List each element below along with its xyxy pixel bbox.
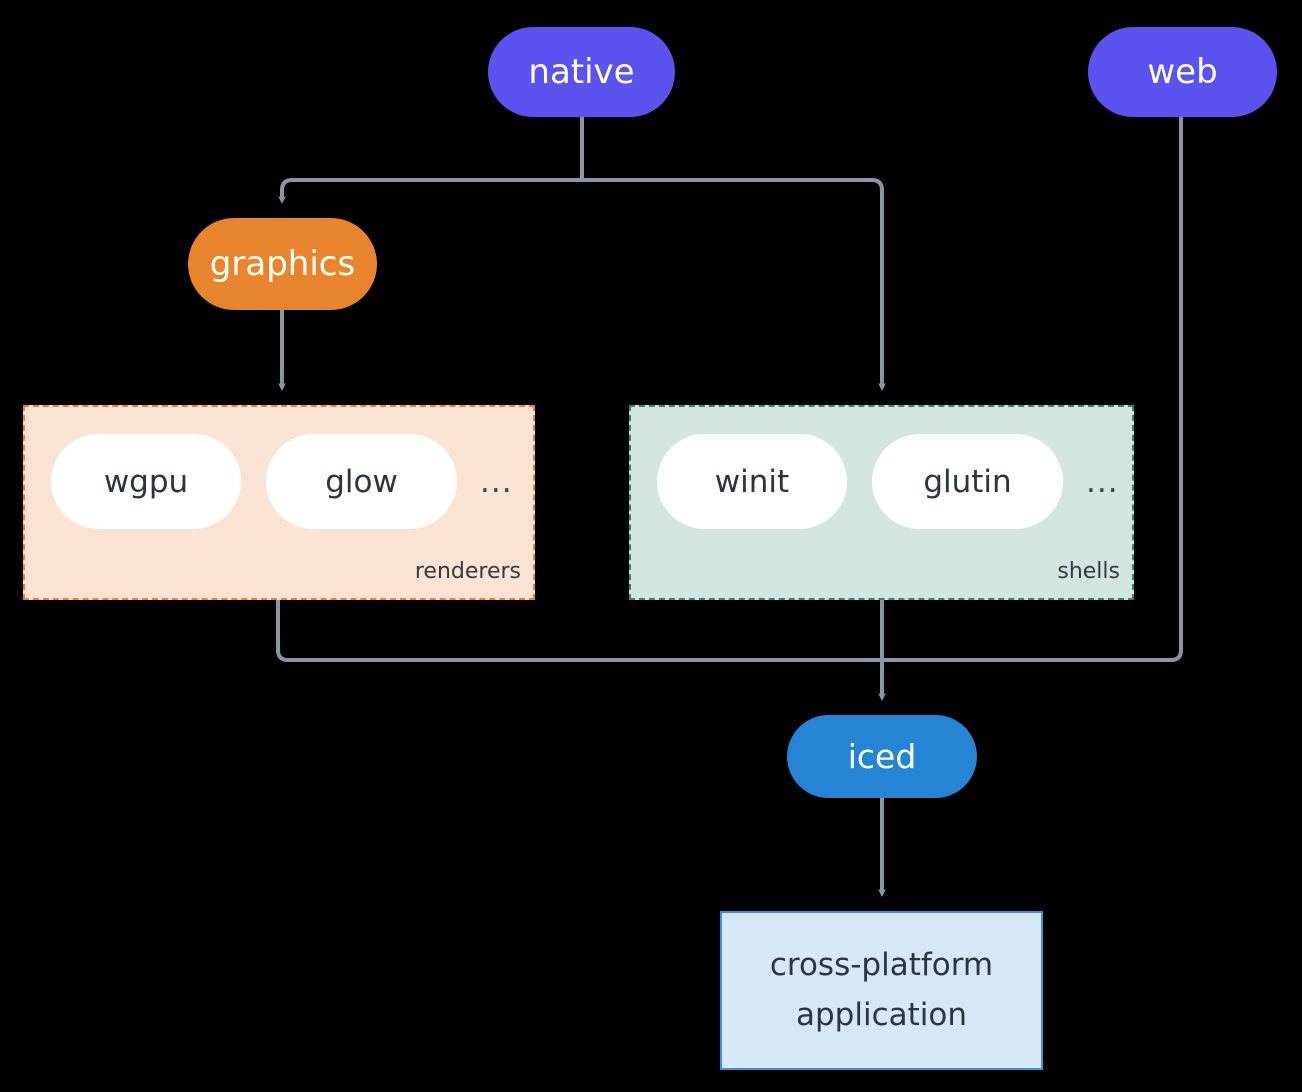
node-iced-label: iced (847, 737, 917, 776)
node-graphics-label: graphics (209, 244, 356, 284)
edge-native-graphics (278, 178, 582, 204)
node-native-label: native (528, 52, 635, 92)
shells-overflow-ellipsis: ... (1086, 464, 1119, 500)
group-renderers-label: renderers (414, 559, 521, 584)
node-graphics[interactable]: graphics (188, 218, 377, 310)
renderers-overflow-ellipsis: ... (480, 464, 513, 500)
leaf-wgpu-label: wgpu (103, 463, 189, 500)
group-shells: winit glutin ... shells (629, 405, 1134, 600)
leaf-glow[interactable]: glow (266, 434, 457, 529)
node-application-label-line1: cross-platform (769, 946, 994, 983)
node-web-label: web (1147, 52, 1218, 92)
group-shells-label: shells (1057, 559, 1120, 584)
edge-native-shells (582, 178, 886, 391)
node-iced[interactable]: iced (787, 715, 977, 798)
leaf-wgpu[interactable]: wgpu (51, 434, 241, 529)
leaf-winit-label: winit (714, 463, 790, 500)
node-application[interactable]: cross-platform application (720, 911, 1043, 1070)
leaf-glutin[interactable]: glutin (872, 434, 1063, 529)
leaf-glutin-label: glutin (923, 463, 1012, 500)
node-application-label-line2: application (796, 996, 967, 1033)
group-renderers: wgpu glow ... renderers (23, 405, 535, 600)
edge-renderers-iced (276, 600, 882, 662)
node-web[interactable]: web (1088, 27, 1277, 117)
leaf-winit[interactable]: winit (657, 434, 847, 529)
leaf-glow-label: glow (325, 463, 398, 500)
node-native[interactable]: native (488, 27, 675, 117)
